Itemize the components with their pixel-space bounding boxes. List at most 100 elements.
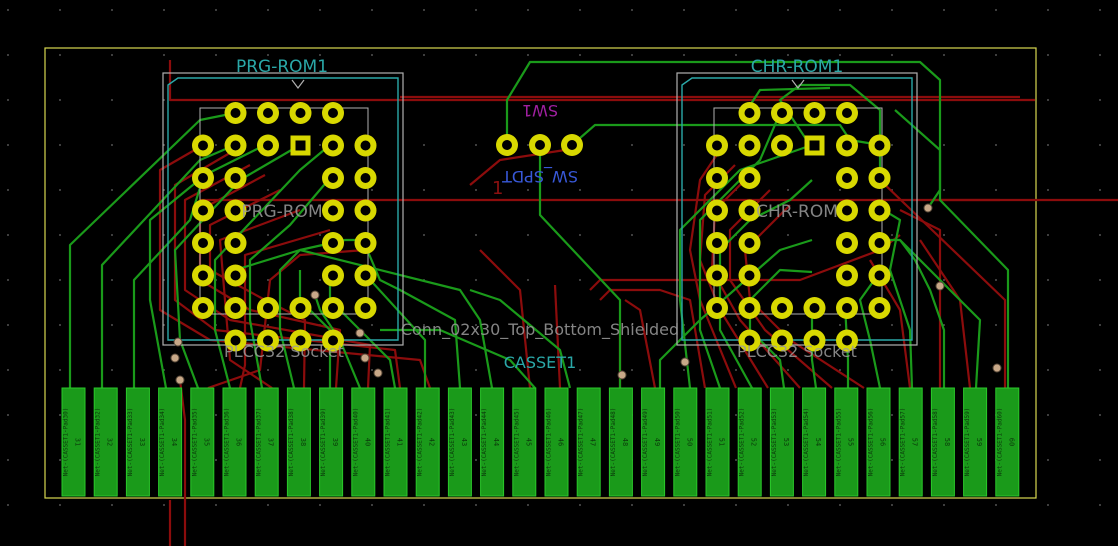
edge-pad-number: 51 bbox=[718, 438, 726, 446]
edge-pad: 48 Net-(CASSET1-Pad48) bbox=[608, 387, 633, 497]
edge-pad-net-label: Net-(CASSET1-Pad51) bbox=[707, 408, 714, 477]
edge-pad-net-label: Net-(CASSET1-Pad50) bbox=[674, 408, 681, 477]
edge-pad-number: 37 bbox=[267, 438, 275, 446]
edge-pad-net-label: Net-(CASSET1-Pad35) bbox=[191, 408, 198, 477]
edge-pad: 57 Net-(CASSET1-Pad57) bbox=[898, 387, 923, 497]
edge-pad-net-label: Net-(CASSET1-Pad58) bbox=[932, 408, 939, 477]
edge-pad-number: 58 bbox=[943, 438, 951, 446]
edge-pad-number: 41 bbox=[396, 438, 404, 446]
edge-pad-net-label: Net-(CASSET1-Pad40) bbox=[352, 408, 359, 477]
board-outline bbox=[44, 47, 1037, 499]
edge-pad: 37 Net-(CASSET1-Pad37) bbox=[254, 387, 279, 497]
chr-rom-reference: CHR-ROM1 bbox=[751, 57, 844, 77]
edge-pad: 34 Net-(CASSET1-Pad34) bbox=[158, 387, 183, 497]
edge-pad: 41 Net-(CASSET1-Pad41) bbox=[383, 387, 408, 497]
edge-pad-net-label: Net-(CASSET1-Pad53) bbox=[771, 408, 778, 477]
prg-rom-footprint: PLCC32 Socket bbox=[224, 342, 344, 361]
edge-pad-number: 39 bbox=[331, 438, 339, 446]
edge-pad: 42 Net-(CASSET1-Pad42) bbox=[415, 387, 440, 497]
edge-pad-net-label: Net-(CASSET1-Pad42) bbox=[417, 408, 424, 477]
edge-pad: 56 Net-(CASSET1-Pad56) bbox=[866, 387, 891, 497]
connector-reference: CASSET1 bbox=[504, 353, 577, 372]
edge-pad: 32 Net-(CASSET1-Pad32) bbox=[93, 387, 118, 497]
edge-pad-number: 55 bbox=[846, 438, 854, 446]
edge-pad: 50 Net-(CASSET1-Pad50) bbox=[673, 387, 698, 497]
switch-pad-hole bbox=[502, 140, 512, 150]
connector-value: Conn_02x30_Top_Bottom_Shielded bbox=[401, 320, 679, 340]
edge-pad-net-label: Net-(CASSET1-Pad39) bbox=[320, 408, 327, 477]
edge-pad-number: 57 bbox=[911, 438, 919, 446]
edge-pad-number: 53 bbox=[782, 438, 790, 446]
edge-pad: 49 Net-(CASSET1-Pad49) bbox=[641, 387, 666, 497]
switch-value: SW_SPDT bbox=[502, 166, 578, 186]
edge-pad-number: 45 bbox=[524, 438, 532, 446]
edge-pad-net-label: Net-(CASSET1-Pad37) bbox=[256, 408, 263, 477]
edge-pad-net-label: Net-(CASSET1-Pad60) bbox=[996, 408, 1003, 477]
edge-pad: 45 Net-(CASSET1-Pad45) bbox=[512, 387, 537, 497]
edge-pad: 52 Net-(CASSET1-Pad52) bbox=[737, 387, 762, 497]
edge-pad-number: 54 bbox=[814, 438, 822, 446]
edge-pad-number: 33 bbox=[138, 438, 146, 446]
edge-pad: 40 Net-(CASSET1-Pad40) bbox=[351, 387, 376, 497]
chr-rom-pads bbox=[706, 102, 891, 352]
edge-pad: 31 Net-(CASSET1-Pad30) bbox=[61, 387, 86, 497]
edge-pad-net-label: Net-(CASSET1-Pad33) bbox=[127, 408, 134, 477]
edge-pad-number: 32 bbox=[106, 438, 114, 446]
switch-pin1-marker: 1 bbox=[492, 178, 503, 199]
edge-connector-pads: 31 Net-(CASSET1-Pad30) 32 Net-(CASSET1-Pad3… bbox=[61, 387, 1020, 497]
edge-pad-number: 56 bbox=[879, 438, 887, 446]
edge-pad-number: 36 bbox=[235, 438, 243, 446]
edge-pad-net-label: Net-(CASSET1-Pad30) bbox=[63, 408, 70, 477]
edge-pad: 53 Net-(CASSET1-Pad53) bbox=[769, 387, 794, 497]
switch-pad-hole bbox=[535, 140, 545, 150]
edge-pad-number: 44 bbox=[492, 438, 500, 446]
edge-pad-net-label: Net-(CASSET1-Pad56) bbox=[868, 408, 875, 477]
edge-pad: 46 Net-(CASSET1-Pad46) bbox=[544, 387, 569, 497]
edge-pad: 51 Net-(CASSET1-Pad51) bbox=[705, 387, 730, 497]
edge-pad-net-label: Net-(CASSET1-Pad49) bbox=[642, 408, 649, 477]
prg-rom-pads bbox=[192, 102, 377, 352]
edge-pad: 39 Net-(CASSET1-Pad39) bbox=[319, 387, 344, 497]
edge-pad: 60 Net-(CASSET1-Pad60) bbox=[995, 387, 1020, 497]
edge-pad-number: 48 bbox=[621, 438, 629, 446]
edge-pad-net-label: Net-(CASSET1-Pad45) bbox=[513, 408, 520, 477]
edge-pad-number: 52 bbox=[750, 438, 758, 446]
front-copper-traces bbox=[68, 60, 1010, 389]
edge-pad-net-label: Net-(CASSET1-Pad57) bbox=[900, 408, 907, 477]
edge-pad-net-label: Net-(CASSET1-Pad59) bbox=[964, 408, 971, 477]
edge-pad-number: 42 bbox=[428, 438, 436, 446]
prg-rom-reference: PRG-ROM1 bbox=[236, 57, 328, 77]
switch-reference: SW1 bbox=[522, 101, 558, 120]
edge-pad-net-label: Net-(CASSET1-Pad32) bbox=[95, 408, 102, 477]
edge-pad-net-label: Net-(CASSET1-Pad46) bbox=[546, 408, 553, 477]
edge-pad-number: 49 bbox=[653, 438, 661, 446]
edge-pad-number: 34 bbox=[170, 438, 178, 446]
chr-rom-value: CHR-ROM bbox=[756, 202, 838, 222]
edge-pad-number: 31 bbox=[74, 438, 82, 446]
switch-pad-hole bbox=[567, 140, 577, 150]
edge-pad: 58 Net-(CASSET1-Pad58) bbox=[930, 387, 955, 497]
edge-pad-number: 40 bbox=[363, 438, 371, 446]
edge-pad-number: 38 bbox=[299, 438, 307, 446]
edge-pad-net-label: Net-(CASSET1-Pad36) bbox=[224, 408, 231, 477]
edge-pad-net-label: Net-(CASSET1-Pad43) bbox=[449, 408, 456, 477]
edge-pad: 33 Net-(CASSET1-Pad33) bbox=[125, 387, 150, 497]
edge-pad-number: 60 bbox=[1007, 438, 1015, 446]
edge-pad-net-label: Net-(CASSET1-Pad48) bbox=[610, 408, 617, 477]
vias bbox=[170, 203, 1002, 385]
edge-pad-number: 46 bbox=[557, 438, 565, 446]
edge-pad-number: 50 bbox=[685, 438, 693, 446]
chr-rom-footprint: PLCC32 Socket bbox=[737, 342, 857, 361]
edge-pad-net-label: Net-(CASSET1-Pad52) bbox=[739, 408, 746, 477]
edge-pad-net-label: Net-(CASSET1-Pad41) bbox=[385, 408, 392, 477]
edge-pad-net-label: Net-(CASSET1-Pad54) bbox=[803, 408, 810, 477]
edge-pad-net-label: Net-(CASSET1-Pad47) bbox=[578, 408, 585, 477]
edge-pad-net-label: Net-(CASSET1-Pad44) bbox=[481, 408, 488, 477]
edge-pad-net-label: Net-(CASSET1-Pad34) bbox=[159, 408, 166, 477]
